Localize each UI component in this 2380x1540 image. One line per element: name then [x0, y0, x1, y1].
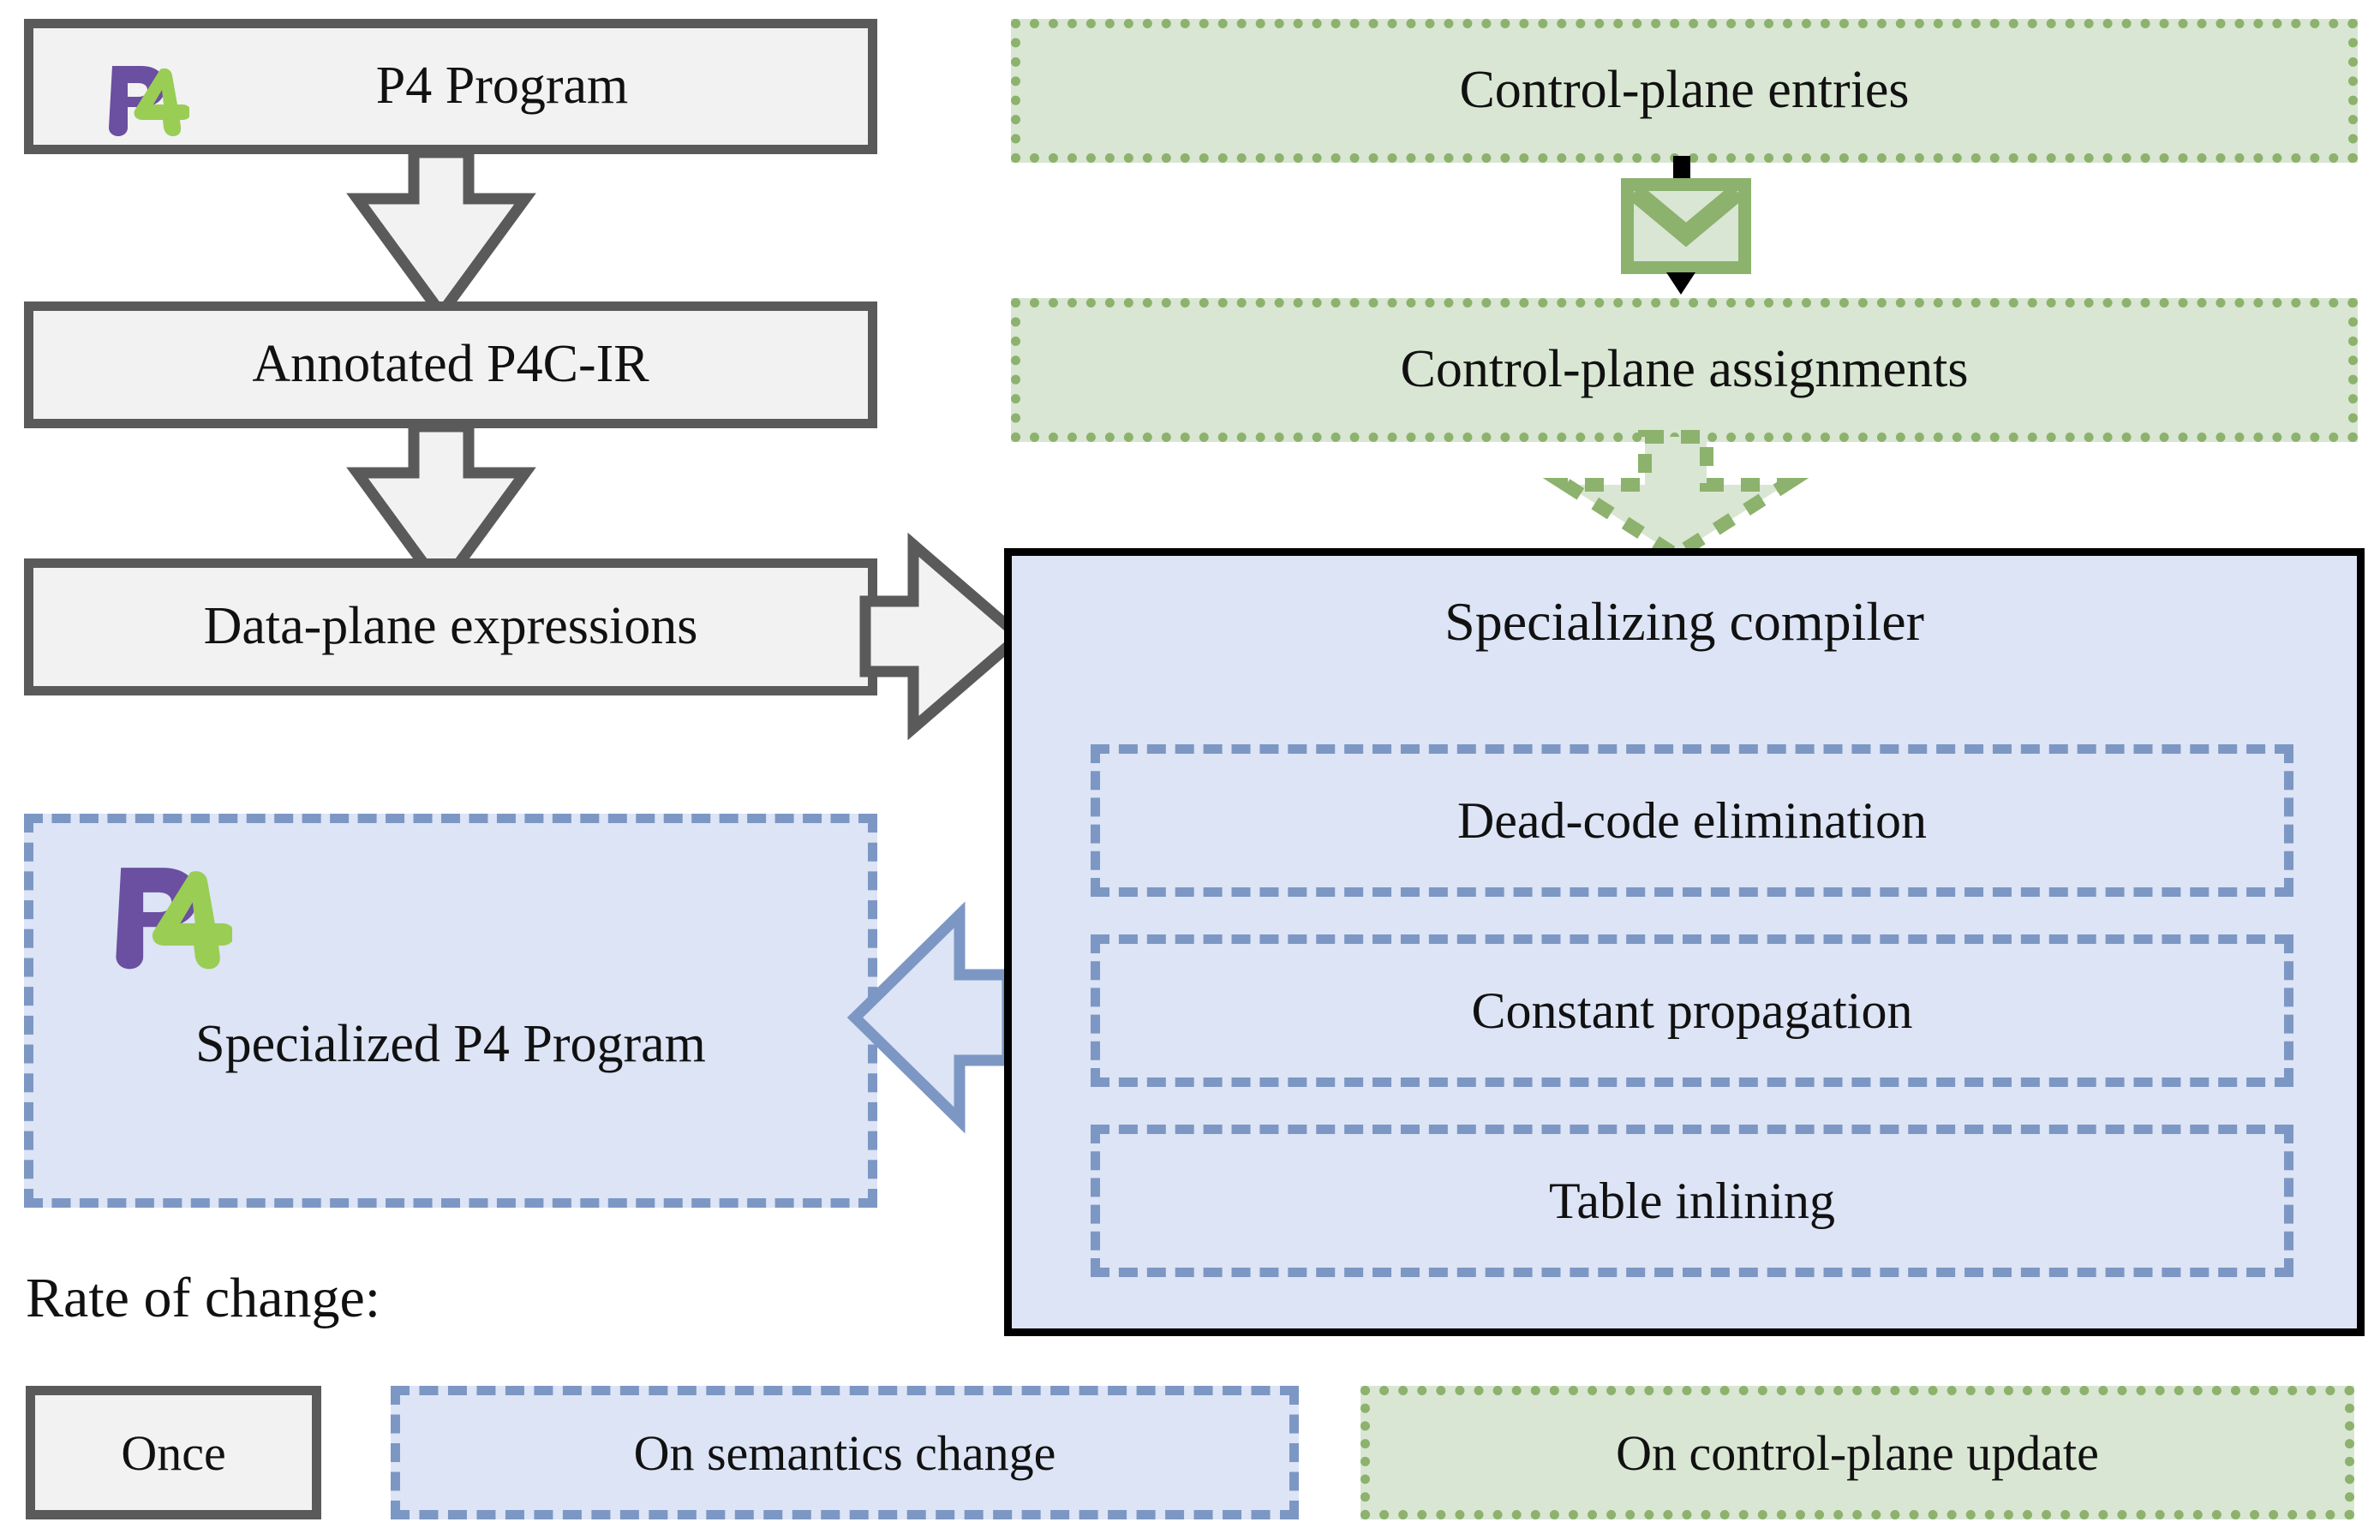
legend-item-on-control-plane-update-label: On control-plane update — [1616, 1424, 2099, 1481]
legend-caption: Rate of change: — [26, 1267, 381, 1329]
connector-arrowhead-bottom — [1666, 272, 1695, 295]
node-specialized-p4-program-label: Specialized P4 Program — [195, 1015, 706, 1074]
node-control-plane-assignments: Control-plane assignments — [1011, 298, 2358, 442]
node-annotated-p4c-ir-label: Annotated P4C-IR — [252, 335, 649, 394]
arrow-p4-to-ir — [343, 146, 540, 324]
pass-dead-code-elimination-label: Dead-code elimination — [1456, 791, 1928, 849]
legend-item-once-label: Once — [121, 1424, 226, 1481]
arrow-expressions-to-compiler — [859, 529, 1028, 743]
envelope-icon — [1615, 172, 1757, 280]
pass-dead-code-elimination: Dead-code elimination — [1091, 744, 2293, 897]
arrow-assignments-to-compiler — [1542, 430, 1809, 564]
p4-logo-icon — [100, 57, 189, 136]
node-control-plane-entries-label: Control-plane entries — [1459, 61, 1910, 120]
node-annotated-p4c-ir: Annotated P4C-IR — [24, 301, 877, 428]
connector-tick-top — [1673, 156, 1690, 178]
pass-table-inlining: Table inlining — [1091, 1125, 2293, 1277]
legend-item-on-semantics-change-label: On semantics change — [633, 1424, 1056, 1481]
node-data-plane-expressions-label: Data-plane expressions — [203, 597, 698, 656]
node-p4-program-label: P4 Program — [375, 57, 629, 116]
node-specialized-p4-program: Specialized P4 Program — [24, 814, 877, 1208]
p4-logo-icon-specialized — [104, 854, 232, 970]
arrow-ir-to-expressions — [343, 421, 540, 598]
legend-item-on-semantics-change: On semantics change — [391, 1386, 1299, 1519]
legend-item-on-control-plane-update: On control-plane update — [1360, 1386, 2354, 1519]
pass-constant-propagation-label: Constant propagation — [1471, 982, 1913, 1039]
node-p4-program: P4 Program — [24, 19, 877, 154]
node-control-plane-entries: Control-plane entries — [1011, 19, 2358, 163]
node-specializing-compiler: Specializing compiler Dead-code eliminat… — [1004, 548, 2365, 1336]
pass-constant-propagation: Constant propagation — [1091, 934, 2293, 1087]
pass-table-inlining-label: Table inlining — [1548, 1172, 1836, 1229]
node-control-plane-assignments-label: Control-plane assignments — [1400, 340, 1969, 399]
node-specializing-compiler-title: Specializing compiler — [1444, 591, 1924, 652]
legend-item-once: Once — [26, 1386, 321, 1519]
arrow-compiler-to-specialized — [846, 898, 1014, 1137]
node-data-plane-expressions: Data-plane expressions — [24, 558, 877, 695]
